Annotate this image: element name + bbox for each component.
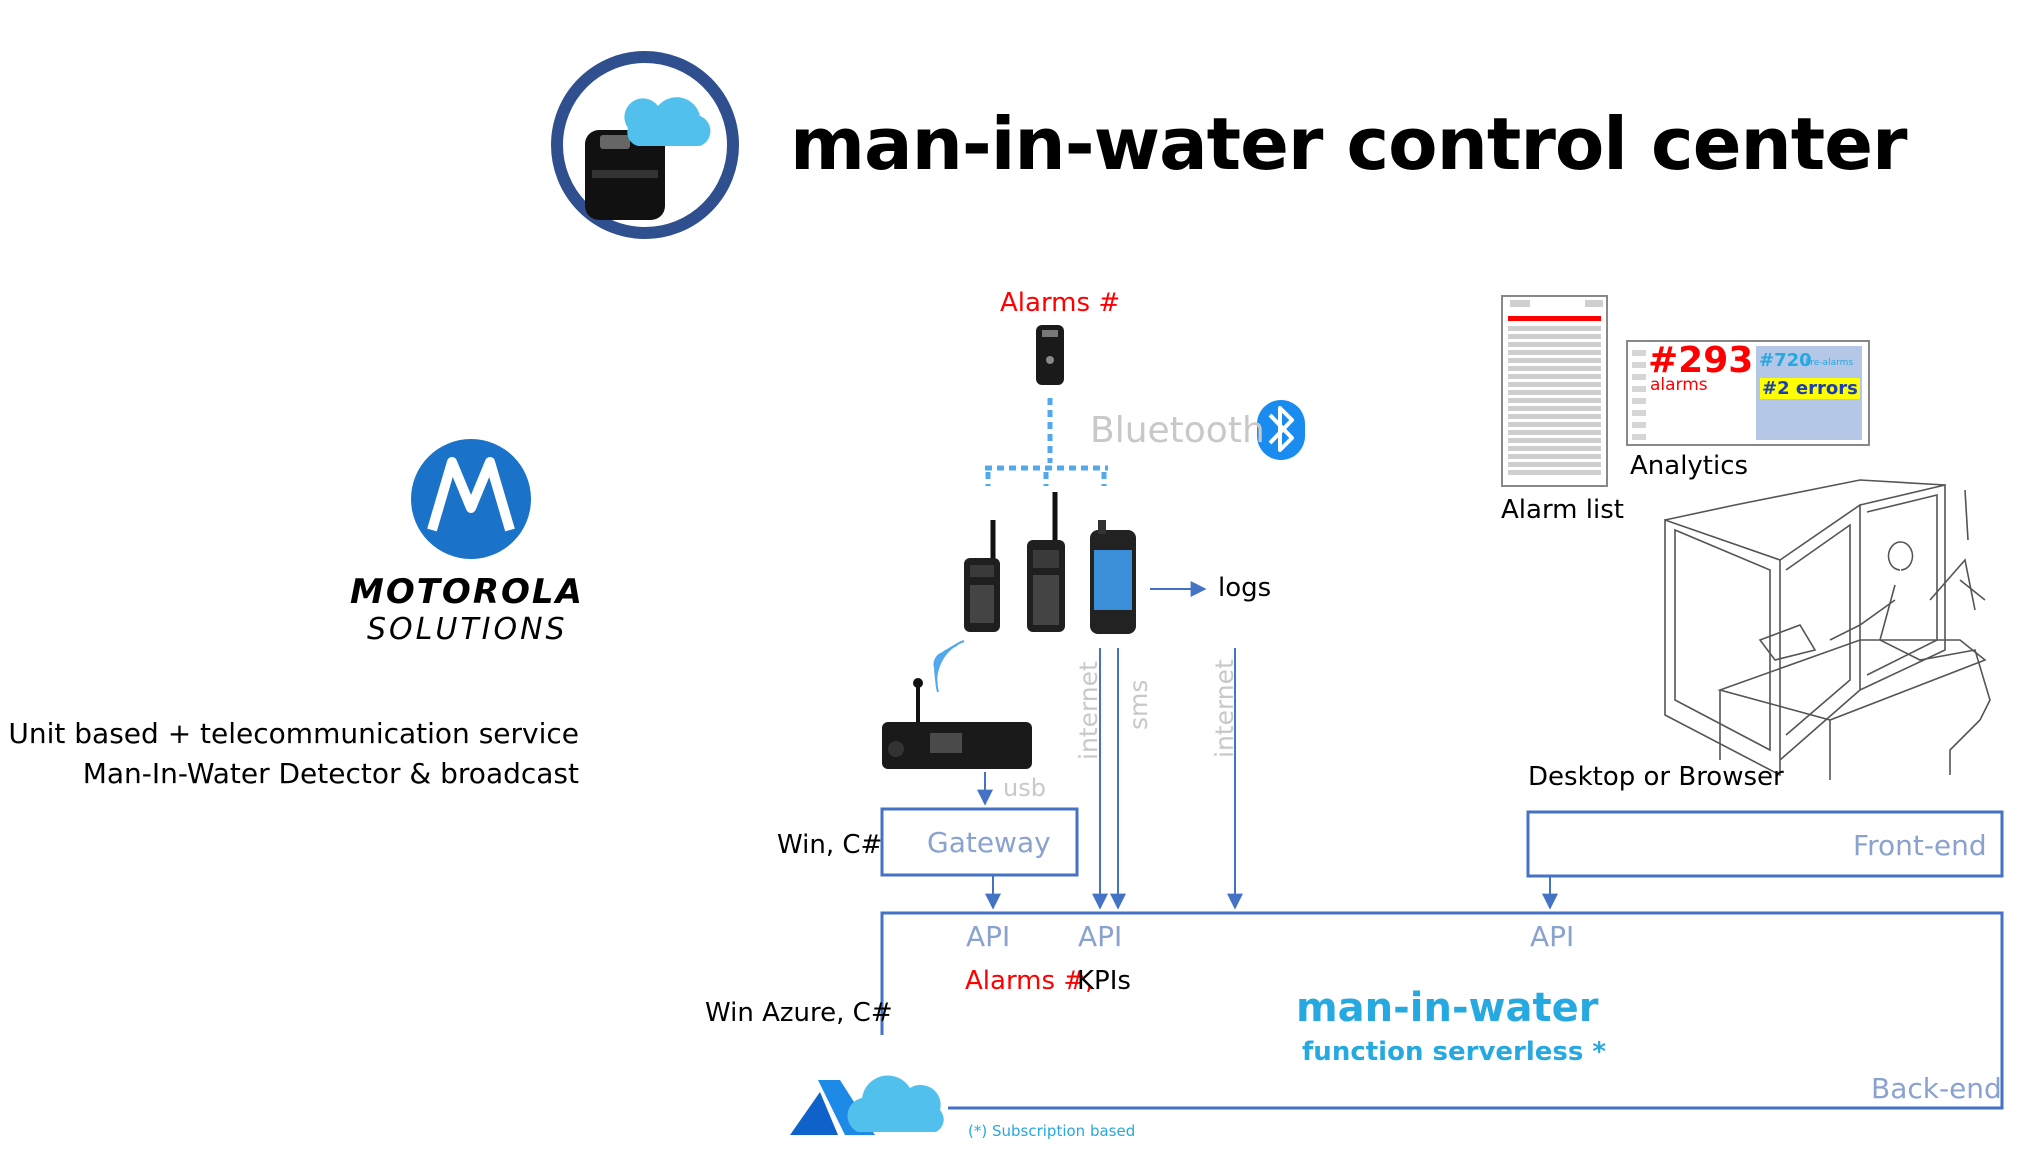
radio-icon xyxy=(1027,492,1065,632)
errors-badge: #2 errors xyxy=(1760,378,1860,399)
kpis-label: KPIs xyxy=(1077,966,1131,996)
prealarms-caption: Pre-alarms xyxy=(1805,358,1854,368)
mobile-radio-icon xyxy=(882,678,1032,769)
alarm-list-label: Alarm list xyxy=(1501,495,1624,525)
brand-name: MOTOROLA xyxy=(350,572,584,612)
service-line-1: Unit based + telecommunication service xyxy=(8,717,579,750)
api-label: API xyxy=(966,920,1011,953)
service-line-2: Man-In-Water Detector & broadcast xyxy=(82,757,579,790)
smartphone-icon xyxy=(1090,520,1136,634)
cloud-logo-icon xyxy=(551,51,739,239)
back-end-box xyxy=(880,911,2004,1110)
desktop-browser-label: Desktop or Browser xyxy=(1528,762,1784,792)
motorola-logo-icon xyxy=(411,439,531,559)
alarms-count-label: Alarms # xyxy=(1000,288,1121,318)
back-end-label: Back-end xyxy=(1871,1072,2002,1105)
win-csharp-label: Win, C# xyxy=(777,830,883,860)
page-title: man-in-water control center xyxy=(790,102,1908,186)
sms-label: sms xyxy=(1124,679,1153,730)
front-end-label: Front-end xyxy=(1853,829,1987,862)
bluetooth-label: Bluetooth xyxy=(1090,410,1265,451)
radio-icon xyxy=(964,520,1000,632)
front-end-box xyxy=(1526,810,2004,878)
alarm-list-panel xyxy=(1501,295,1608,487)
bluetooth-icon xyxy=(1257,400,1305,460)
signal-icon xyxy=(933,640,965,693)
alarms-count-caption: alarms xyxy=(1650,375,1708,395)
control-room-sketch-icon xyxy=(1664,479,1991,780)
bluetooth-link xyxy=(985,398,1108,486)
alarms-count: #293 xyxy=(1648,340,1754,381)
win-azure-label: Win Azure, C# xyxy=(705,998,893,1028)
usb-label: usb xyxy=(1003,774,1046,802)
function-serverless-label: function serverless * xyxy=(1302,1037,1606,1067)
logs-label: logs xyxy=(1218,573,1272,603)
prealarms-count: #720 xyxy=(1759,350,1812,371)
api-label: API xyxy=(1078,920,1123,953)
cloud-icon xyxy=(847,1075,944,1132)
man-in-water-function-title: man-in-water xyxy=(1296,985,1599,1031)
detector-icon xyxy=(1036,325,1064,385)
gateway-label: Gateway xyxy=(927,826,1051,859)
brand-sub: SOLUTIONS xyxy=(367,612,568,647)
alarms-kpi-label: Alarms #, xyxy=(965,966,1094,996)
api-label: API xyxy=(1530,920,1575,953)
gateway-box xyxy=(880,807,1079,877)
analytics-label: Analytics xyxy=(1630,451,1749,481)
internet-label: internet xyxy=(1210,659,1239,758)
footnote: (*) Subscription based xyxy=(968,1122,1136,1140)
internet-label: internet xyxy=(1074,661,1103,760)
